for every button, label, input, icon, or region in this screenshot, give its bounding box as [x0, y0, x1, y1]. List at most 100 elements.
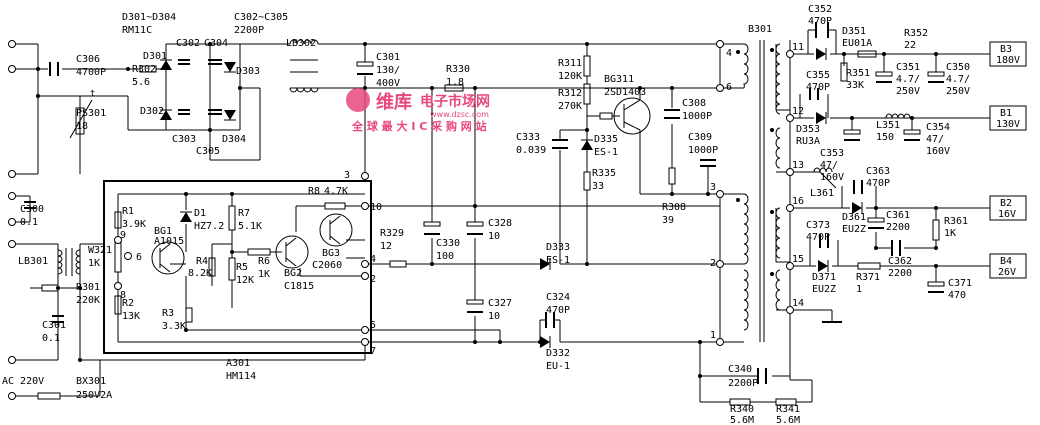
pin-14: 14: [792, 298, 804, 309]
label-c340-value: 2200P: [728, 378, 758, 389]
label-d301: D301: [143, 51, 167, 62]
label-lb302: LB302: [286, 38, 316, 49]
label-c350-value2: 250V: [946, 86, 970, 97]
output-labels: B3 180V B1 130V B2 16V B4 26V: [996, 44, 1020, 278]
label-r351-value: 33K: [846, 80, 864, 91]
label-l361: L361: [810, 188, 834, 199]
label-c373-value: 470P: [806, 232, 830, 243]
label-w321-value: 1K: [88, 258, 100, 269]
label-r311-value: 120K: [558, 71, 582, 82]
label-d353-value: RU3A: [796, 136, 820, 147]
output-b3-voltage: 180V: [996, 55, 1020, 66]
label-c351-value2: 250V: [896, 86, 920, 97]
label-r308-value: 39: [662, 215, 674, 226]
label-c354: C354: [926, 122, 950, 133]
label-d333-value: ES-1: [546, 255, 570, 266]
label-b301: B301: [748, 24, 772, 35]
label-r335: R335: [592, 168, 616, 179]
label-c353-value2: 160V: [820, 172, 844, 183]
label-c301-a-value: 130/: [376, 65, 400, 76]
watermark-url: www.dzsc.com: [430, 110, 489, 119]
label-r1: R1: [122, 206, 134, 217]
label-l351-value: 150: [876, 132, 894, 143]
label-c301-a: C301: [376, 52, 400, 63]
resistors: [37, 50, 940, 406]
label-c306: C306: [76, 54, 100, 65]
label-c330: C330: [436, 238, 460, 249]
label-d353: D353: [796, 124, 820, 135]
label-r2-value: 13K: [122, 311, 140, 322]
label-c355: C355: [806, 70, 830, 81]
label-bg1-value: A1015: [154, 236, 184, 247]
pin-16: 16: [792, 196, 804, 207]
label-c353-value: 47/: [820, 160, 838, 171]
label-bg3-value: C2060: [312, 260, 342, 271]
pin-1: 1: [710, 330, 716, 341]
label-r301: R301: [76, 282, 100, 293]
label-r371-value: 1: [856, 284, 862, 295]
pin-15: 15: [792, 254, 804, 265]
output-b1-voltage: 130V: [996, 119, 1020, 130]
pin-numbers: 4 6 3 2 1 11 12 13 16 15 14 9 6 8 3 10 4…: [120, 42, 804, 357]
label-r361-value: 1K: [944, 228, 956, 239]
label-d332: D332: [546, 348, 570, 359]
label-d332-value: EU-1: [546, 361, 570, 372]
a301-pin-4: 4: [370, 254, 376, 265]
label-c309: C309: [688, 132, 712, 143]
label-c300-value: 0.1: [20, 217, 38, 228]
label-d303: D303: [236, 66, 260, 77]
terminals: [8, 40, 794, 400]
pin-6: 6: [726, 82, 732, 93]
label-c309-value: 1000P: [688, 145, 718, 156]
label-d351-value: EU01A: [842, 38, 872, 49]
a301-pin-2: 2: [370, 274, 376, 285]
label-c362: C362: [888, 256, 912, 267]
label-d301-d304: D301~D304: [122, 12, 176, 23]
label-d351: D351: [842, 26, 866, 37]
pin-3: 3: [710, 182, 716, 193]
label-r302-value: 5.6: [132, 77, 150, 88]
label-c305: C305: [196, 146, 220, 157]
label-r361: R361: [944, 216, 968, 227]
label-d1-value: HZ7.2: [194, 221, 224, 232]
label-r330: R330: [446, 64, 470, 75]
label-c327: C327: [488, 298, 512, 309]
transistors: [151, 97, 651, 275]
label-r312-value: 270K: [558, 101, 582, 112]
label-bg311: BG311: [604, 74, 634, 85]
pin-4: 4: [726, 48, 732, 59]
label-r311: R311: [558, 58, 582, 69]
label-r6: R6: [258, 256, 270, 267]
label-c362-value: 2200: [888, 268, 912, 279]
label-r2: R2: [122, 298, 134, 309]
label-bx301-value: 250V2A: [76, 390, 112, 401]
label-r341: R341: [776, 404, 800, 415]
label-r335-value: 33: [592, 181, 604, 192]
label-c352-value: 470P: [808, 16, 832, 27]
label-c340: C340: [728, 364, 752, 375]
label-d335-value: ES-1: [594, 147, 618, 158]
label-r7-value: 5.1K: [238, 221, 262, 232]
label-d361-value: EU2Z: [842, 224, 866, 235]
label-c303: C303: [172, 134, 196, 145]
label-c308-value: 1000P: [682, 111, 712, 122]
label-r352-value: 22: [904, 40, 916, 51]
diodes: [160, 48, 863, 348]
label-r308: R308: [662, 202, 686, 213]
label-c308: C308: [682, 98, 706, 109]
label-c353: C353: [820, 148, 844, 159]
label-r8-value: 4.7K: [324, 186, 348, 197]
label-2200p: 2200P: [234, 25, 264, 36]
label-c301-a-value2: 400V: [376, 78, 400, 89]
label-d302: D302: [140, 106, 164, 117]
watermark-slogan: 全 球 最 大 I C 采 购 网 站: [351, 119, 487, 133]
label-bg2: BG2: [284, 268, 302, 279]
pin-11: 11: [792, 42, 804, 53]
label-c350-value: 4.7/: [946, 74, 970, 85]
watermark: 维库 电子市场网 www.dzsc.com 全 球 最 大 I C 采 购 网 …: [346, 88, 490, 133]
output-b2-voltage: 16V: [998, 209, 1016, 220]
label-c361: C361: [886, 210, 910, 221]
label-d1: D1: [194, 208, 206, 219]
label-d371-value: EU2Z: [812, 284, 836, 295]
